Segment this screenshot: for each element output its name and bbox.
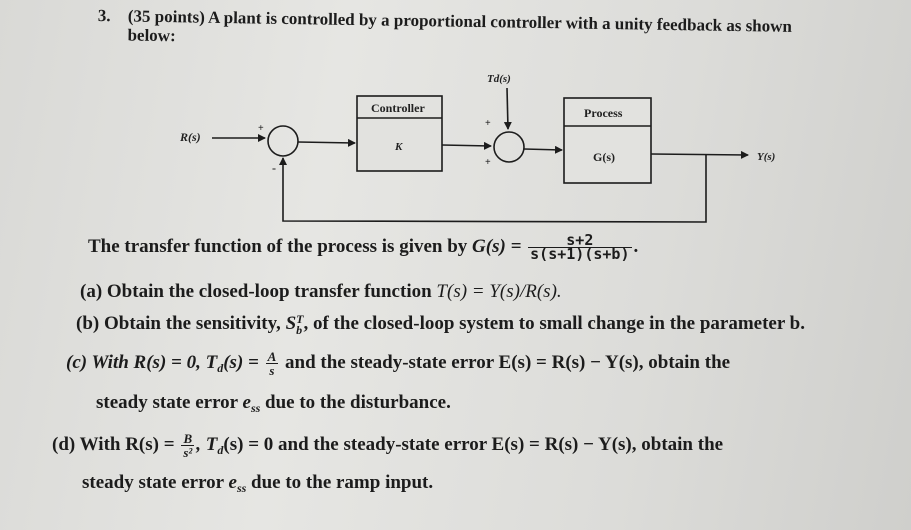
part-d-line2: steady state error ess due to the ramp i… (82, 472, 433, 499)
part-a: (a) Obtain the closed-loop transfer func… (80, 281, 562, 303)
sensitivity-subscript: b (296, 322, 303, 337)
part-d-td-subscript: d (217, 442, 224, 457)
part-c-td-subscript: d (217, 360, 224, 375)
block-diagram: Td(s) R(s) Y(s) Controller K Process G(s… (179, 73, 775, 223)
part-d: (d) With R(s) = B s² , Td(s) = 0 and the… (52, 432, 723, 461)
part-d-line2-b: due to the ramp input. (251, 472, 434, 493)
transfer-function-statement: The transfer function of the process is … (88, 231, 639, 263)
part-c-numerator: A (267, 349, 277, 364)
feedback-path-line (279, 155, 707, 223)
sensitivity-S: S (285, 313, 297, 334)
part-d-line2-a: steady state error (82, 472, 224, 493)
part-c-line2-b: due to the disturbance. (265, 392, 451, 413)
tf-numerator: s+2 (566, 231, 594, 249)
tf-lhs: G(s) = (472, 235, 522, 257)
part-c-rest: and the steady-state error E(s) = R(s) −… (285, 351, 731, 373)
disturbance-label: Td(s) (487, 73, 511, 85)
summing-junction-2 (493, 131, 525, 163)
process-transfer-function: G(s) (593, 150, 615, 164)
junction1-plus-sign: + (258, 123, 264, 134)
part-d-error-symbol: e (228, 472, 237, 493)
output-signal-line (650, 150, 749, 159)
part-c: (c) With R(s) = 0, Td(s) = A s and the s… (66, 350, 730, 379)
part-a-label: (a) Obtain the closed-loop transfer func… (80, 281, 432, 302)
part-c-ss-subscript: ss (250, 401, 261, 415)
process-title: Process (584, 106, 623, 120)
output-label: Y(s) (757, 151, 775, 163)
part-c-line2: steady state error ess due to the distur… (96, 392, 451, 419)
tf-denominator: s(s+1)(s+b) (528, 245, 632, 263)
part-c-label: (c) With R(s) = 0, T (66, 351, 218, 373)
part-d-numerator: B (183, 431, 193, 446)
part-c-line2-a: steady state error (96, 392, 238, 413)
controller-block (356, 95, 443, 172)
part-c-error-symbol: e (242, 392, 251, 413)
junction-to-controller-line (297, 138, 356, 147)
part-c-fraction: A s (265, 349, 279, 377)
junction1-minus-sign: - (272, 161, 276, 175)
tf-fraction: s+2 s(s+1)(s+b) (528, 231, 632, 263)
sensitivity-superscript: T (296, 311, 304, 326)
process-block (563, 97, 652, 184)
part-b-label: (b) Obtain the sensitivity, (76, 313, 281, 334)
junction-to-process-line (523, 145, 563, 154)
summing-junction-1 (267, 125, 299, 157)
part-c-mid: (s) = (223, 351, 259, 373)
controller-title: Controller (371, 101, 425, 115)
part-d-label: (d) With R(s) = (52, 433, 175, 455)
part-b-rest: , of the closed-loop system to small cha… (303, 313, 805, 334)
part-c-denominator: s (265, 363, 279, 377)
tf-intro-text: The transfer function of the process is … (88, 235, 468, 257)
part-d-fraction: B s² (181, 431, 195, 460)
part-d-ss-subscript: ss (236, 481, 247, 495)
junction2-plus-sign-top: + (485, 118, 491, 129)
part-a-expression: T(s) = Y(s)/R(s). (436, 281, 562, 302)
disturbance-line (503, 87, 512, 130)
controller-gain: K (394, 141, 403, 153)
input-label: R(s) (179, 130, 201, 144)
controller-to-junction-line (441, 141, 492, 150)
part-d-rest: (s) = 0 and the steady-state error E(s) … (223, 433, 724, 455)
part-d-denominator: s² (181, 445, 195, 460)
part-d-mid: , T (196, 433, 218, 455)
tf-end: . (633, 235, 639, 257)
junction2-plus-sign-left: + (485, 157, 491, 168)
